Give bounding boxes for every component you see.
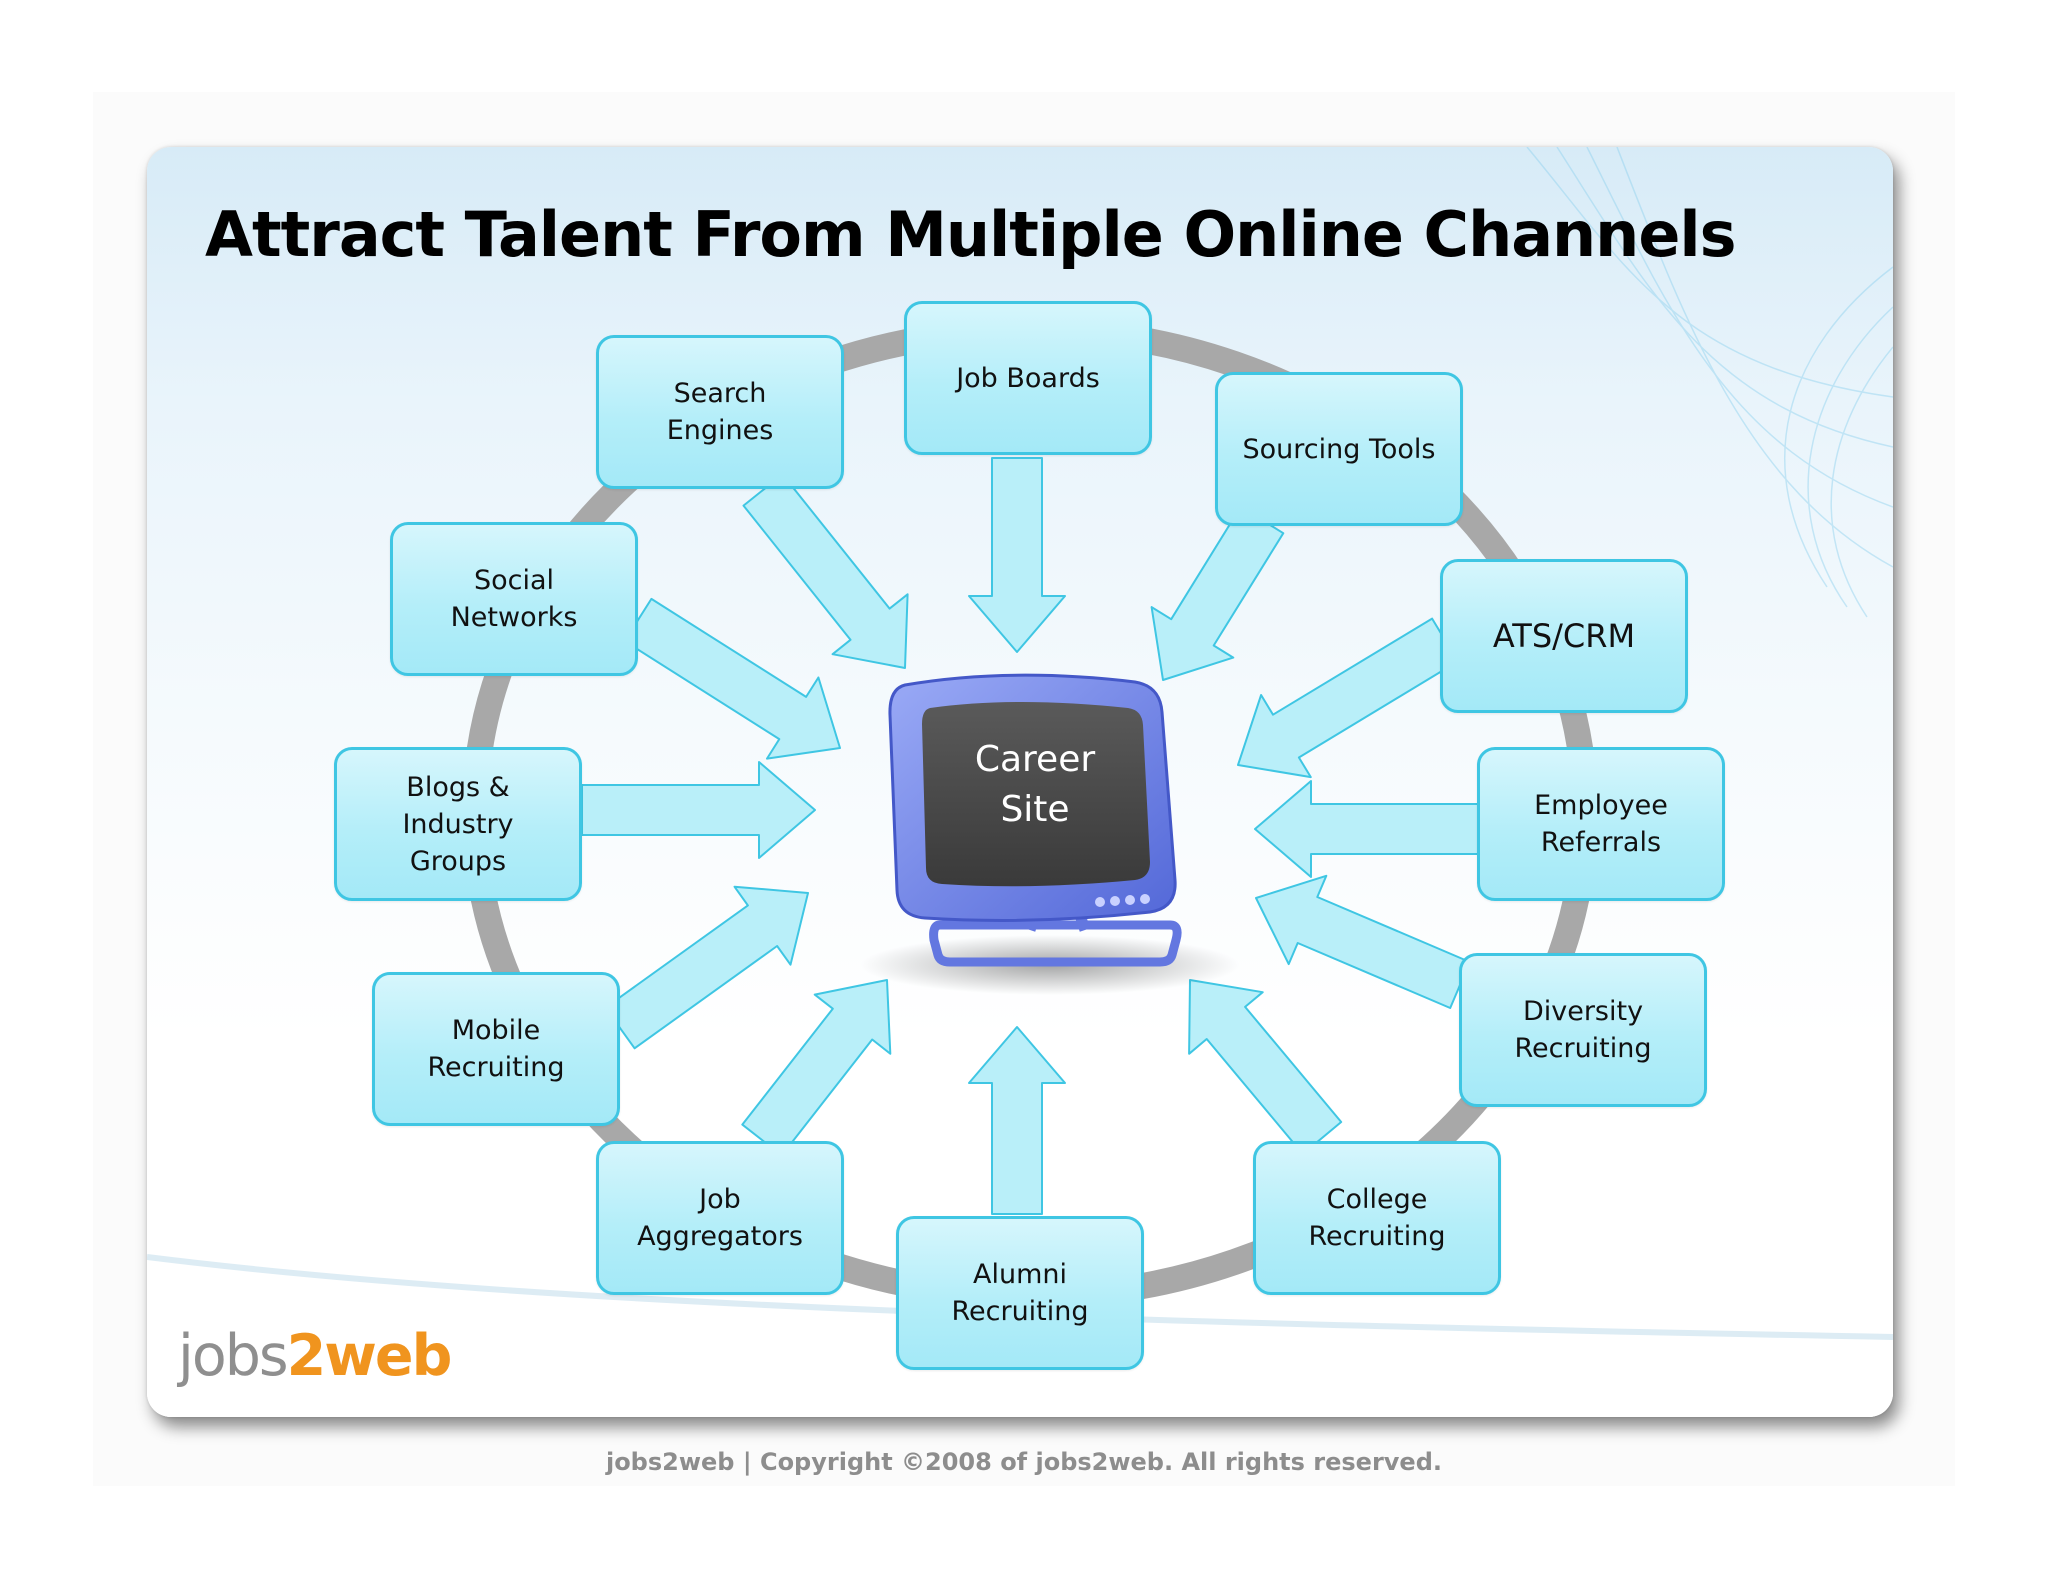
channel-label-ats-crm: ATS/CRM: [1492, 616, 1636, 655]
logo-part-jobs: jobs: [178, 1323, 289, 1389]
channel-label-search-engines: Search Engines: [666, 378, 774, 446]
channel-box-ats-crm: ATS/CRM: [1440, 559, 1688, 713]
channel-box-alumni-recruiting: Alumni Recruiting: [896, 1216, 1144, 1370]
arrow-blogs-industry-groups: [581, 761, 816, 859]
channel-box-mobile-recruiting: Mobile Recruiting: [372, 972, 620, 1126]
channel-box-college-recruiting: College Recruiting: [1253, 1141, 1501, 1295]
arrow-search-engines: [742, 473, 909, 669]
arrow-mobile-recruiting: [604, 885, 809, 1050]
logo-part-2web: 2web: [286, 1323, 453, 1389]
channel-label-blogs-industry-groups: Blogs & Industry Groups: [402, 771, 514, 877]
channel-box-sourcing-tools: Sourcing Tools: [1215, 372, 1463, 526]
arrow-employee-referrals: [1254, 780, 1483, 878]
channel-label-diversity-recruiting: Diversity Recruiting: [1514, 996, 1652, 1064]
arrow-job-boards: [968, 457, 1066, 653]
channel-label-college-recruiting: College Recruiting: [1308, 1184, 1446, 1252]
channel-box-blogs-industry-groups: Blogs & Industry Groups: [334, 747, 582, 901]
arrows-group: [581, 457, 1483, 1215]
arrow-social-networks: [623, 597, 841, 760]
channel-box-diversity-recruiting: Diversity Recruiting: [1459, 953, 1707, 1107]
arrow-college-recruiting: [1188, 979, 1343, 1155]
channel-box-social-networks: Social Networks: [390, 522, 638, 676]
arrow-ats-crm: [1237, 617, 1459, 779]
channel-label-mobile-recruiting: Mobile Recruiting: [427, 1015, 565, 1083]
arrow-job-aggregators: [741, 979, 892, 1157]
slide-title: Attract Talent From Multiple Online Chan…: [205, 198, 1737, 271]
channel-label-job-aggregators: Job Aggregators: [637, 1184, 803, 1252]
channel-label-alumni-recruiting: Alumni Recruiting: [951, 1259, 1089, 1327]
channel-box-search-engines: Search Engines: [596, 335, 844, 489]
wave-swirl-decoration: [1526, 147, 1893, 618]
channel-box-job-boards: Job Boards: [904, 301, 1152, 455]
bottom-swoosh-shade: [147, 1254, 1893, 1340]
arrow-sourcing-tools: [1150, 505, 1285, 681]
monitor-icon: [860, 673, 1240, 995]
channel-label-job-boards: Job Boards: [956, 362, 1100, 394]
copyright-footer: jobs2web | Copyright ©2008 of jobs2web. …: [605, 1448, 1443, 1476]
company-logo: jobs2web: [178, 1328, 452, 1385]
career-site-label: Career Site: [974, 739, 1096, 830]
arrow-alumni-recruiting: [968, 1026, 1066, 1215]
arrow-diversity-recruiting: [1255, 874, 1471, 1009]
channel-label-employee-referrals: Employee Referrals: [1534, 790, 1668, 858]
channel-label-sourcing-tools: Sourcing Tools: [1242, 433, 1436, 465]
channel-box-job-aggregators: Job Aggregators: [596, 1141, 844, 1295]
channel-label-social-networks: Social Networks: [450, 565, 578, 633]
channel-box-employee-referrals: Employee Referrals: [1477, 747, 1725, 901]
